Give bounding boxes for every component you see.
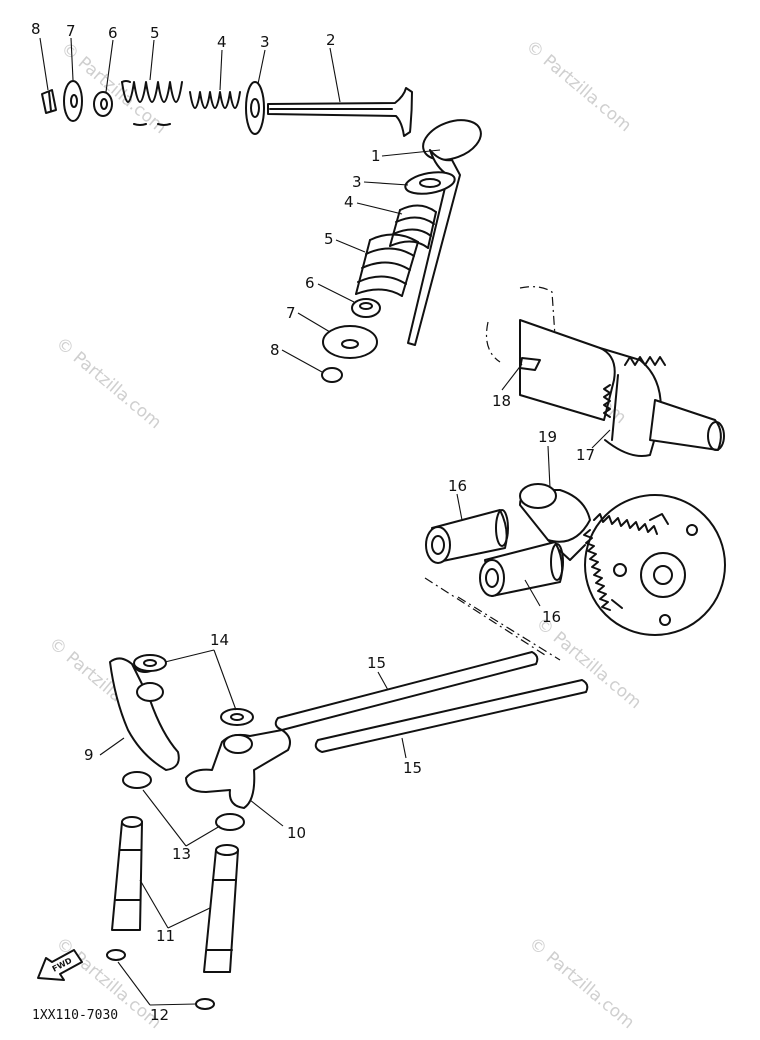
callout-6: 6	[108, 24, 118, 42]
callout-16: 16	[448, 477, 467, 495]
callout-15: 15	[367, 654, 386, 672]
diagram-code: 1XX110-7030	[32, 1008, 118, 1023]
cam-gear	[519, 483, 726, 636]
callout-5: 5	[150, 24, 160, 42]
callout-11: 11	[156, 927, 175, 945]
washer-13b	[215, 813, 245, 831]
callout-15b: 15	[403, 759, 422, 777]
callout-12: 12	[150, 1006, 169, 1024]
callout-4: 4	[217, 33, 227, 51]
rocker-shaft-left	[111, 816, 143, 931]
tappet-lower	[479, 541, 564, 597]
push-rod-lower	[314, 679, 589, 753]
washer-14a-hole	[143, 659, 157, 667]
rocker-arm-right	[185, 729, 291, 809]
callout-9: 9	[84, 746, 94, 764]
callout-8: 8	[31, 20, 41, 38]
washer-14b-hole	[230, 713, 244, 721]
callout-4b: 4	[344, 193, 354, 211]
rocker-arm-left	[109, 657, 180, 771]
callout-13: 13	[172, 845, 191, 863]
outer-spring-top	[121, 80, 183, 126]
spring-seat-diagonal	[404, 171, 456, 195]
callout-16b: 16	[542, 608, 561, 626]
tappet-upper	[425, 509, 509, 564]
callout-18: 18	[492, 392, 511, 410]
spring-seat-washer-top	[245, 81, 265, 135]
push-rod-upper	[274, 651, 539, 731]
spring-seat-top	[93, 91, 113, 117]
valve-cotter-top	[41, 89, 57, 114]
o-ring-12a	[106, 949, 126, 961]
washer-13a	[122, 771, 152, 789]
callout-labels: 8 7 6 5 4 3 2 1 3 4 5 6 7 8 18 17 19 16 …	[31, 20, 595, 1024]
watermark: © Partzilla.com	[52, 334, 165, 434]
spring-seat-lower-diagonal	[351, 298, 381, 318]
leader-lines	[39, 37, 611, 1006]
rocker-shaft-right	[203, 844, 239, 973]
washer-14a	[133, 654, 167, 672]
o-ring-12b	[195, 998, 215, 1010]
callout-3: 3	[260, 33, 270, 51]
callout-7b: 7	[286, 304, 296, 322]
callout-7: 7	[66, 22, 76, 40]
callout-10: 10	[287, 824, 306, 842]
guide-line	[424, 577, 561, 661]
callout-2: 2	[326, 31, 336, 49]
valve-cotter-diagonal	[321, 367, 343, 383]
callout-14: 14	[210, 631, 229, 649]
callout-6b: 6	[305, 274, 315, 292]
callout-3b: 3	[352, 173, 362, 191]
inner-spring-diagonal	[389, 204, 437, 249]
outer-spring-diagonal	[355, 233, 419, 297]
valve-retainer-top	[63, 80, 83, 122]
valve-retainer-diagonal	[322, 325, 378, 359]
fwd-arrow-icon: FWD	[37, 949, 83, 981]
valve-top	[267, 87, 413, 137]
camshaft-gear	[485, 286, 725, 457]
valve-diagonal	[407, 119, 482, 346]
callout-1: 1	[371, 147, 381, 165]
callout-17: 17	[576, 446, 595, 464]
watermark: © Partzilla.com	[525, 934, 638, 1034]
callout-19: 19	[538, 428, 557, 446]
inner-spring-top	[189, 91, 241, 109]
callout-8b: 8	[270, 341, 280, 359]
watermark: © Partzilla.com	[522, 37, 635, 137]
callout-5b: 5	[324, 230, 334, 248]
washer-14b	[220, 708, 254, 726]
